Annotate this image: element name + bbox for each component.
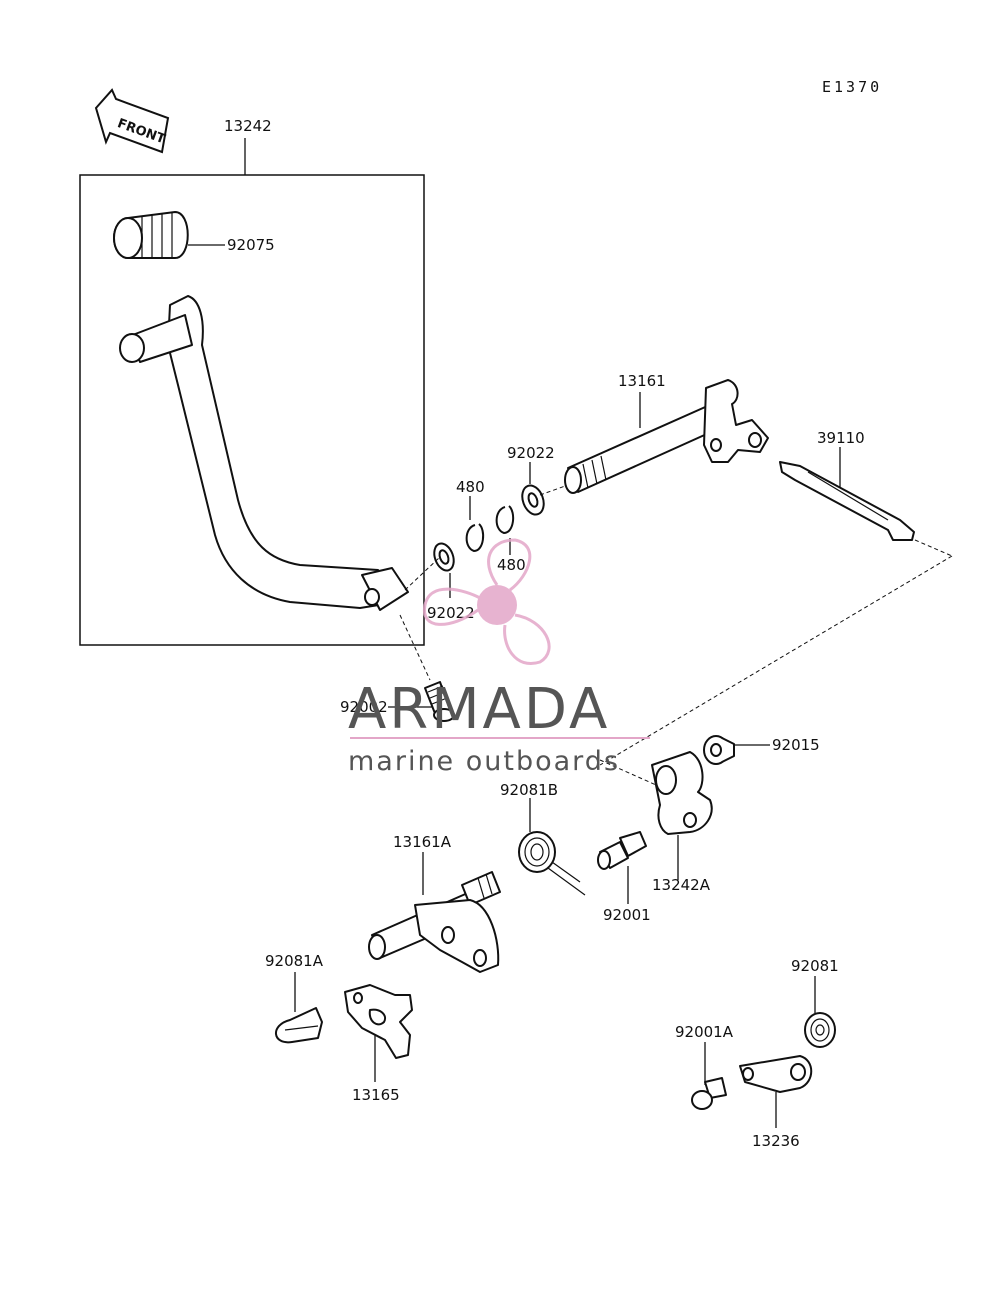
watermark-tagline: marine outboards xyxy=(348,746,620,777)
watermark-name: ARMADA xyxy=(348,677,610,742)
grommet-92015 xyxy=(703,735,735,765)
label-92081b: 92081B xyxy=(500,781,558,799)
label-92022-lower: 92022 xyxy=(427,604,475,622)
label-13242a: 13242A xyxy=(652,876,711,894)
pin-92001 xyxy=(597,831,647,870)
shift-shaft-13161a xyxy=(368,871,501,973)
bolt-92002 xyxy=(424,681,455,722)
label-92015: 92015 xyxy=(772,736,820,754)
link-plate-13236 xyxy=(739,1055,813,1093)
label-13161a: 13161A xyxy=(393,833,452,851)
label-13165: 13165 xyxy=(352,1086,400,1104)
label-92075: 92075 xyxy=(227,236,275,254)
label-13161: 13161 xyxy=(618,372,666,390)
circlip-480-a xyxy=(465,523,485,552)
shift-arm-13242a xyxy=(651,751,713,835)
label-480-b: 480 xyxy=(497,556,526,574)
label-13242: 13242 xyxy=(224,117,272,135)
clip-92081a xyxy=(275,1007,323,1044)
bolt-92001a xyxy=(691,1077,727,1110)
label-92022-upper: 92022 xyxy=(507,444,555,462)
front-arrow-icon: FRONT xyxy=(94,88,170,154)
label-92081a: 92081A xyxy=(265,952,324,970)
circlip-480-b xyxy=(495,505,515,534)
label-480-a: 480 xyxy=(456,478,485,496)
washer-92022-lower xyxy=(433,542,455,572)
spring-92081 xyxy=(804,1012,836,1048)
armada-logo xyxy=(423,538,551,665)
shift-pedal-lever xyxy=(119,295,409,611)
label-92002: 92002 xyxy=(340,698,388,716)
label-92001: 92001 xyxy=(603,906,651,924)
tie-rod xyxy=(779,461,915,541)
spring-92081b xyxy=(518,831,586,896)
shift-shaft xyxy=(564,379,769,494)
label-13236: 13236 xyxy=(752,1132,800,1150)
pedal-assembly-box xyxy=(79,174,425,646)
plate-13165 xyxy=(344,984,413,1059)
label-92001a: 92001A xyxy=(675,1023,734,1041)
diagram-code: E1370 xyxy=(822,78,882,96)
label-39110: 39110 xyxy=(817,429,865,447)
pedal-rubber xyxy=(113,211,189,259)
washer-92022-upper xyxy=(521,484,545,516)
label-92081: 92081 xyxy=(791,957,839,975)
